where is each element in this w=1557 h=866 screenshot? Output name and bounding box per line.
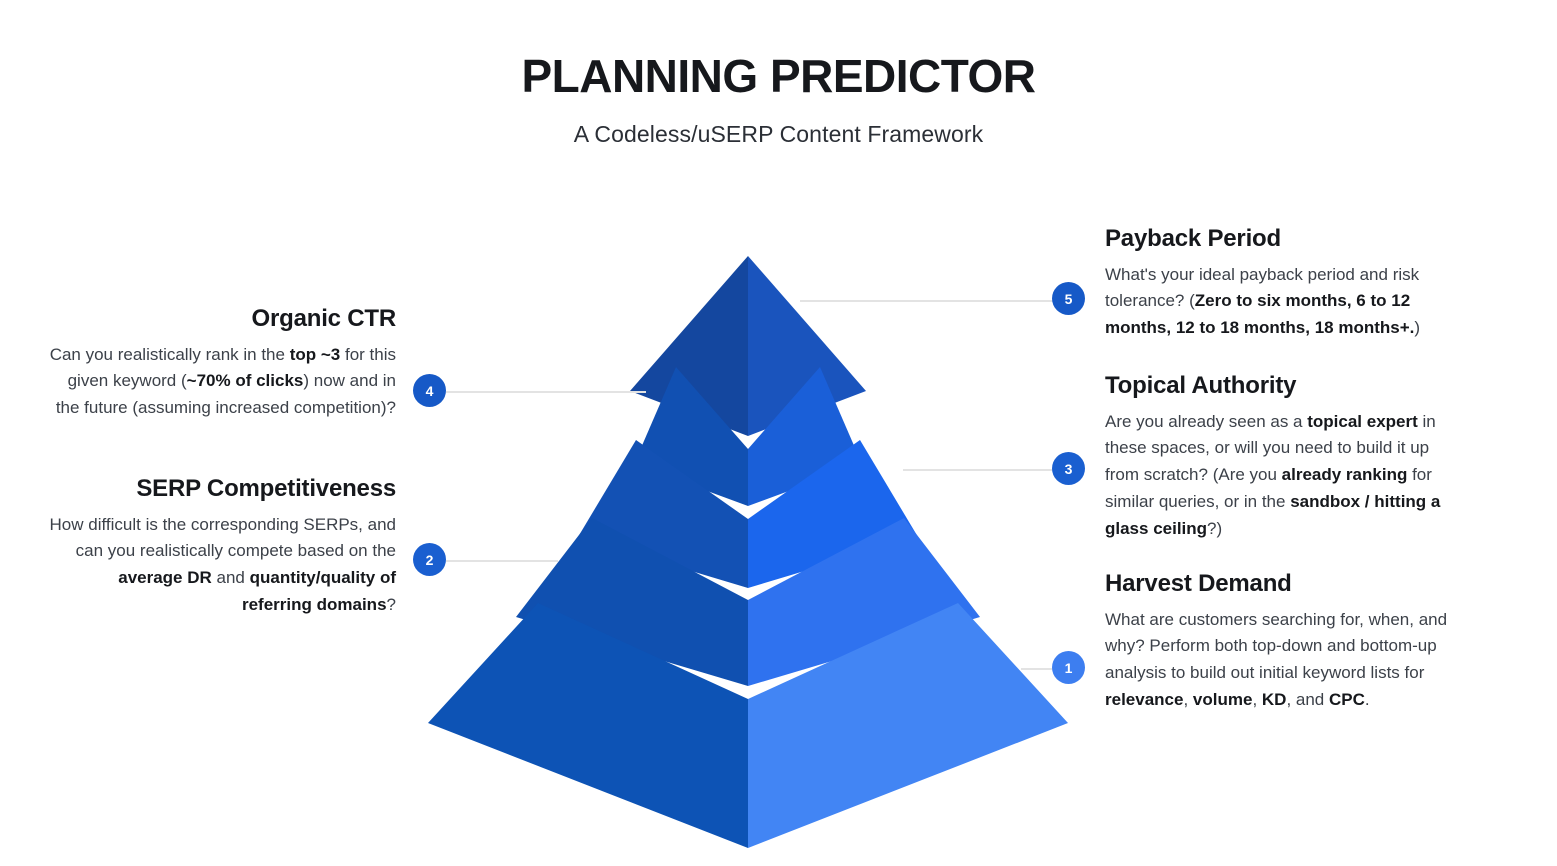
connector-line-1 <box>1021 668 1053 670</box>
header: PLANNING PREDICTOR A Codeless/uSERP Cont… <box>0 0 1557 148</box>
badge-5-label: 5 <box>1064 290 1073 307</box>
topical-authority-heading: Topical Authority <box>1105 372 1297 399</box>
badge-2-label: 2 <box>425 551 434 568</box>
badge-3[interactable]: 3 <box>1052 452 1085 485</box>
badge-4[interactable]: 4 <box>413 374 446 407</box>
payback-period-body: What's your ideal payback period and ris… <box>1105 264 1421 338</box>
badge-4-label: 4 <box>425 382 434 399</box>
tier-2-right-face <box>748 518 980 686</box>
pyramid-diagram <box>398 236 1098 866</box>
tier-2-left-face <box>516 518 748 686</box>
connector-line-3 <box>903 469 1053 471</box>
tier-5-left-face <box>630 256 748 436</box>
organic-ctr-heading: Organic CTR <box>251 305 397 332</box>
badge-2[interactable]: 2 <box>413 543 446 576</box>
pyramid-tier-5 <box>630 256 866 436</box>
badge-5[interactable]: 5 <box>1052 282 1085 315</box>
page-title: PLANNING PREDICTOR <box>521 50 1036 102</box>
block-organic-ctr: Organic CTR Can you realistically rank i… <box>45 305 397 422</box>
organic-ctr-body: Can you realistically rank in the top ~3… <box>49 344 396 418</box>
block-harvest-demand: Harvest Demand What are customers search… <box>1105 570 1457 714</box>
connector-line-4 <box>446 391 646 393</box>
tier-5-right-face <box>748 256 866 436</box>
pyramid-tier-2 <box>516 518 980 686</box>
serp-competitiveness-heading: SERP Competitiveness <box>136 475 396 502</box>
badge-1-label: 1 <box>1064 659 1073 676</box>
badge-3-label: 3 <box>1064 460 1073 477</box>
page-subtitle: A Codeless/uSERP Content Framework <box>573 121 984 148</box>
serp-competitiveness-body: How difficult is the corresponding SERPs… <box>49 514 396 615</box>
tier-1-right-face <box>748 603 1068 848</box>
block-payback-period: Payback Period What's your ideal payback… <box>1105 225 1467 342</box>
connector-line-5 <box>800 300 1053 302</box>
block-serp-competitiveness: SERP Competitiveness How difficult is th… <box>45 475 397 619</box>
pyramid-tier-1 <box>428 603 1068 848</box>
tier-3-right-face <box>748 440 918 588</box>
pyramid-tier-3 <box>578 440 918 588</box>
badge-1[interactable]: 1 <box>1052 651 1085 684</box>
pyramid-graphic <box>428 256 1068 848</box>
tier-1-left-face <box>428 603 748 848</box>
block-topical-authority: Topical Authority Are you already seen a… <box>1105 372 1457 543</box>
harvest-demand-body: What are customers searching for, when, … <box>1105 609 1448 710</box>
topical-authority-body: Are you already seen as a topical expert… <box>1105 411 1441 539</box>
harvest-demand-heading: Harvest Demand <box>1105 570 1292 597</box>
payback-period-heading: Payback Period <box>1105 225 1281 252</box>
connector-line-2 <box>446 560 558 562</box>
tier-3-left-face <box>578 440 748 588</box>
